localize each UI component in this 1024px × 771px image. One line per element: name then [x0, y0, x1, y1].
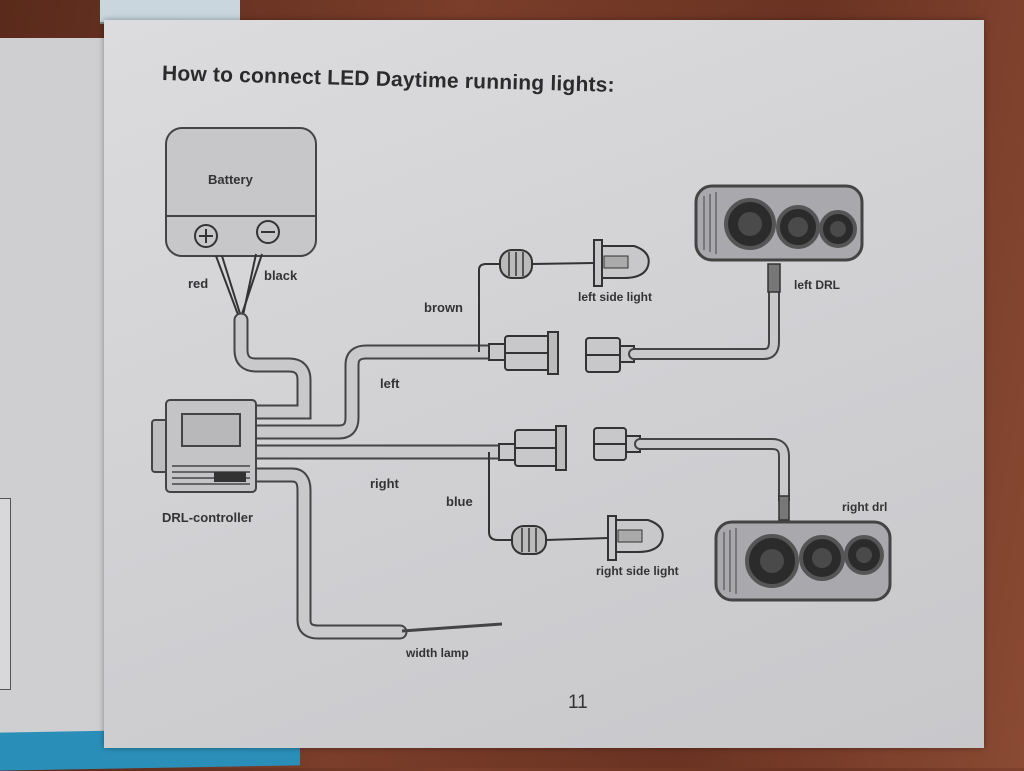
battery-label: Battery: [208, 172, 253, 187]
left-drl-lamp: [694, 184, 864, 262]
right-drl-label: right drl: [842, 500, 888, 514]
manual-page: How to connect LED Daytime running light…: [104, 20, 984, 748]
right-drl-lamp: [714, 520, 892, 602]
left-cable-label: left: [380, 376, 400, 391]
battery: [165, 127, 317, 257]
battery-negative-terminal-icon: [256, 220, 280, 244]
left-drl-label: left DRL: [794, 278, 840, 292]
left-drl-cable: [628, 272, 780, 360]
right-cable-label: right: [370, 476, 399, 491]
battery-positive-terminal-icon: [194, 224, 218, 248]
width-lamp-wire: [401, 622, 503, 633]
left-side-light-connector: [499, 249, 533, 279]
right-side-light-connector: [511, 525, 547, 555]
left-connector-female: [585, 337, 635, 373]
blue-wire: [488, 452, 514, 541]
page-number: 11: [568, 692, 588, 713]
brown-wire: [478, 263, 502, 352]
right-connector-male: [498, 425, 567, 471]
drl-controller: [151, 399, 257, 493]
red-wire-label: red: [188, 276, 209, 291]
wiring-diagram: [151, 127, 892, 640]
left-page-frame: [0, 498, 11, 690]
black-wire-label: black: [264, 268, 298, 283]
left-side-light: [593, 239, 650, 287]
drl-controller-label: DRL-controller: [162, 510, 253, 525]
left-connector-male: [488, 331, 559, 375]
right-connector-female: [593, 427, 641, 461]
left-page: [0, 38, 114, 738]
right-side-light-label: right side light: [596, 564, 679, 578]
battery-wires: [215, 253, 263, 321]
left-side-light-label: left side light: [578, 290, 653, 304]
right-drl-cable: [634, 438, 790, 506]
width-lamp-label: width lamp: [406, 646, 469, 660]
width-lamp-cable: [246, 467, 408, 640]
blue-wire-label: blue: [446, 494, 473, 509]
brown-wire-label: brown: [424, 300, 463, 315]
right-side-light: [607, 515, 664, 561]
